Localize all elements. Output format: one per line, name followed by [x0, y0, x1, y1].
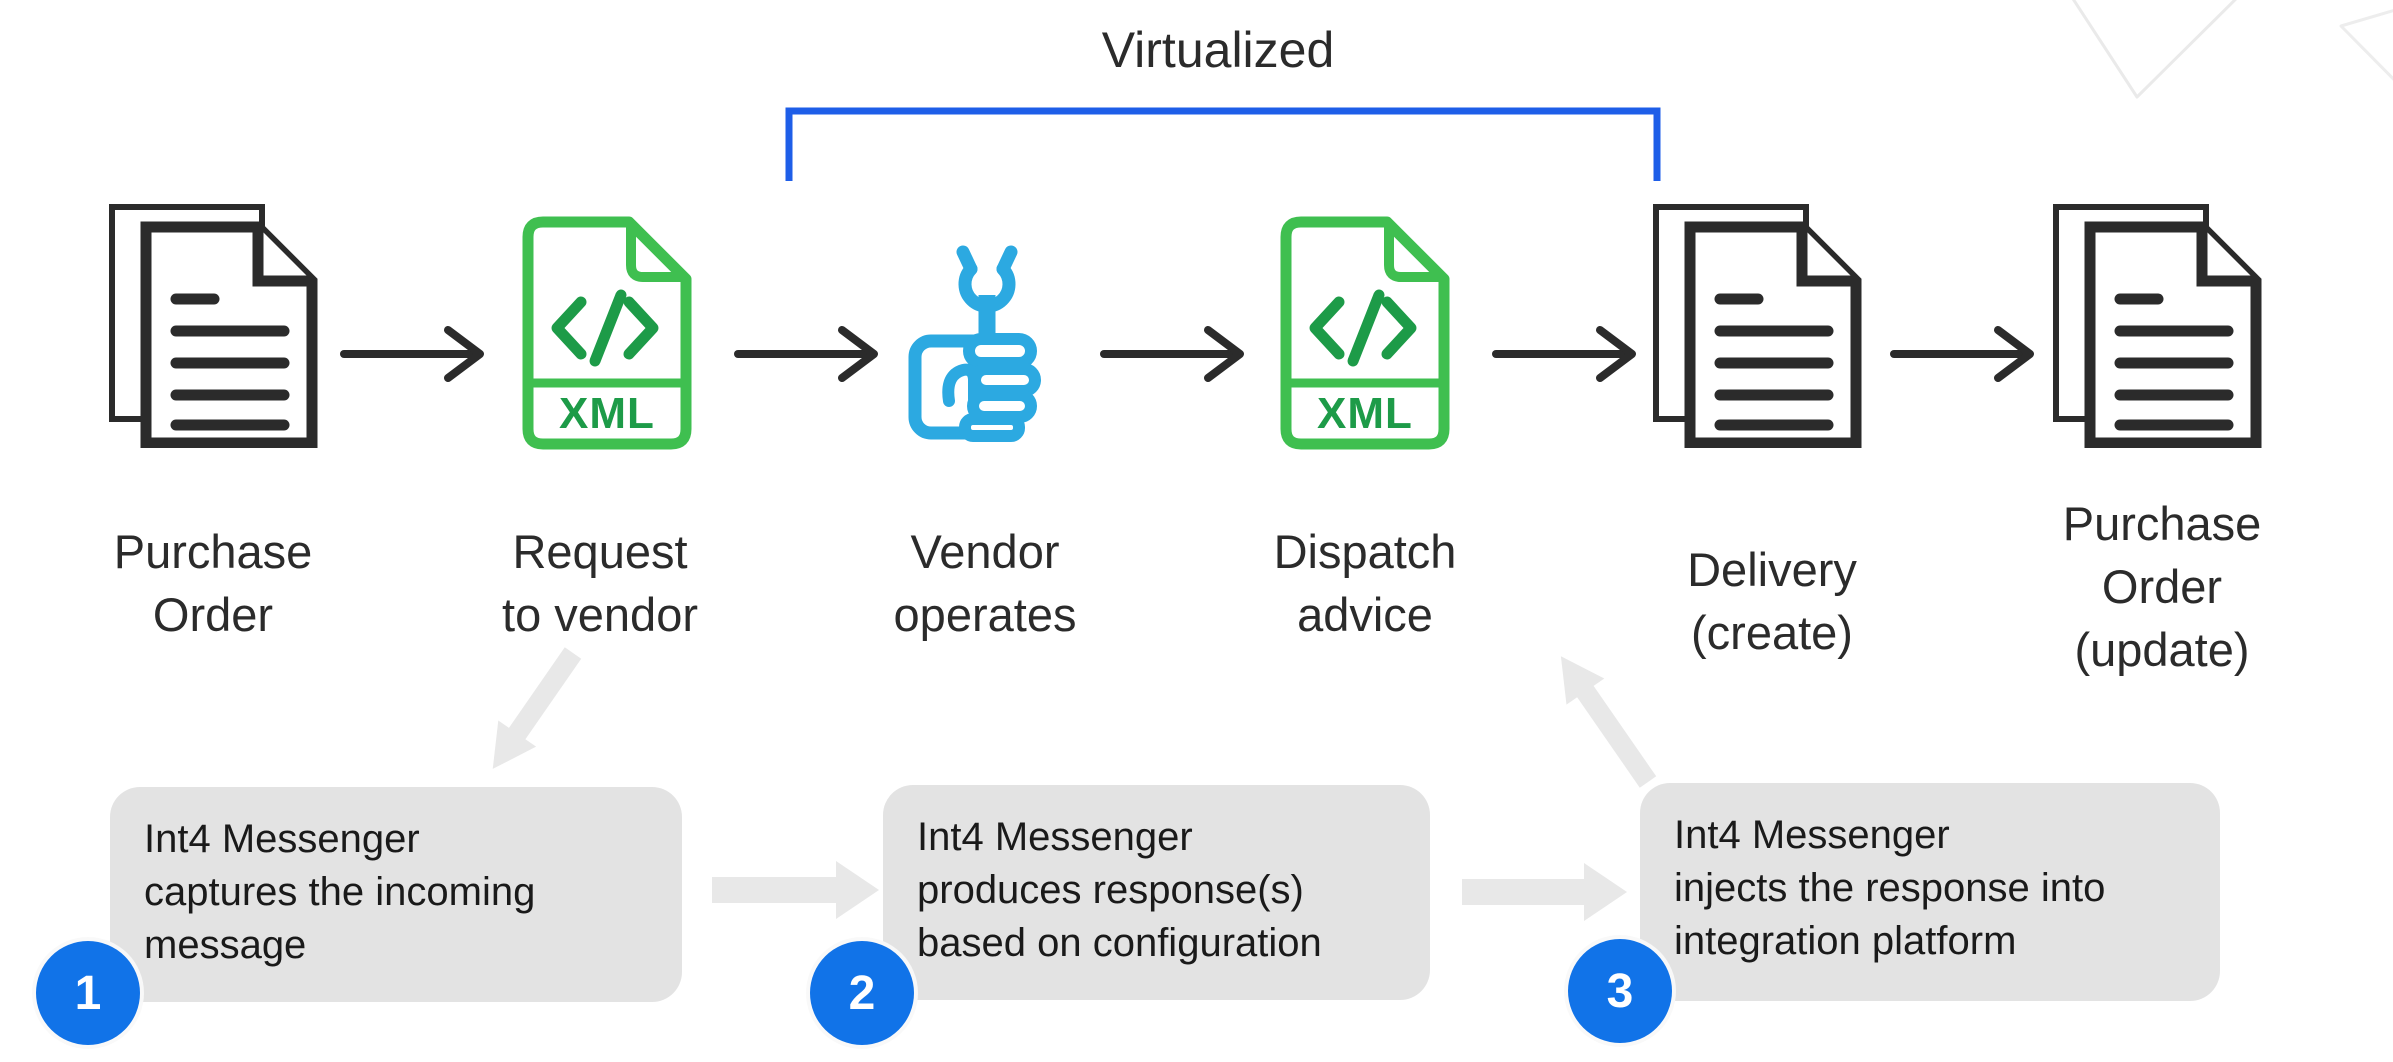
hand-wrench-icon [903, 243, 1065, 443]
virtualized-title: Virtualized [1101, 22, 1335, 78]
decor-triangle-icon [2071, 0, 2237, 99]
step-number-badge-1: 1 [36, 941, 140, 1045]
note-box-2: Int4 Messenger produces response(s) base… [883, 785, 1430, 1000]
step-number-badge-3: 3 [1568, 939, 1672, 1043]
step-label-delivery-create: Delivery (create) [1687, 543, 1857, 659]
step-label-request-to-vendor: Request to vendor [502, 525, 698, 641]
note-box-1: Int4 Messenger captures the incoming mes… [110, 787, 682, 1002]
note-arrow-icon [712, 861, 879, 919]
step-number-badge-2: 2 [810, 941, 914, 1045]
xml-badge-label: XML [559, 389, 655, 438]
documents-icon [2052, 203, 2262, 448]
step-label-vendor-operates: Vendor operates [893, 525, 1077, 641]
virtualized-bracket [785, 107, 1661, 181]
note-text-3: Int4 Messenger injects the response into… [1674, 813, 2106, 963]
note-box-3: Int4 Messenger injects the response into… [1640, 783, 2220, 1001]
flow-arrow-icon [1890, 326, 2034, 382]
flow-arrow-icon [734, 326, 878, 382]
note-text-1: Int4 Messenger captures the incoming mes… [144, 817, 536, 967]
note-arrow-icon [1462, 863, 1627, 921]
step-label-purchase-order: Purchase Order [113, 525, 313, 641]
documents-icon [108, 203, 318, 448]
decor-corner-triangle-icon [2339, 9, 2393, 81]
xml-badge-label: XML [1317, 389, 1413, 438]
documents-icon [1652, 203, 1862, 448]
inject-arrow-icon [1560, 656, 1657, 788]
capture-arrow-icon [492, 647, 582, 769]
step-label-purchase-order-update: Purchase Order (update) [2062, 497, 2262, 676]
step-label-dispatch-advice: Dispatch advice [1273, 525, 1457, 641]
xml-file-icon: XML [511, 213, 703, 453]
flow-arrow-icon [1492, 326, 1636, 382]
note-text-2: Int4 Messenger produces response(s) base… [917, 815, 1322, 965]
xml-file-icon: XML [1269, 213, 1461, 453]
flow-arrow-icon [1100, 326, 1244, 382]
flow-arrow-icon [340, 326, 484, 382]
